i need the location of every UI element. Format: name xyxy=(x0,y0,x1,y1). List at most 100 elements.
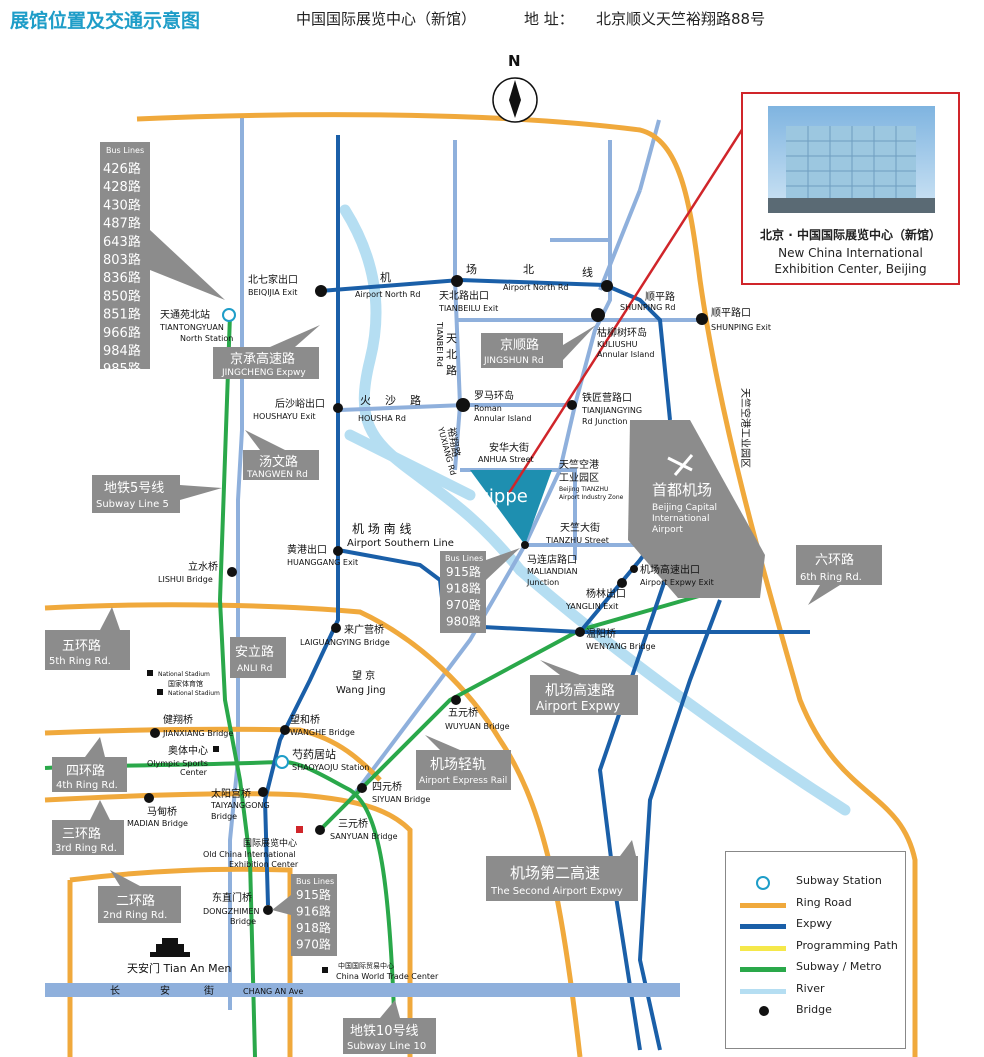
bridge-dot-icon xyxy=(759,1006,769,1016)
bridge-dot xyxy=(451,275,463,287)
photo-pointer xyxy=(507,124,747,494)
tag-jingcheng-cn: 京承高速路 xyxy=(230,351,295,367)
bus-line-item: 428路 xyxy=(103,179,141,195)
label: 天竺空港工业园区 xyxy=(739,388,752,468)
label: 铁匠营路口 xyxy=(582,391,632,404)
label: TIANZHU Street xyxy=(545,536,609,545)
bridge-dot xyxy=(263,905,273,915)
label: Annular Island xyxy=(597,350,654,359)
tag-tangwen-en: TANGWEN Rd xyxy=(246,470,308,480)
label: 马甸桥 xyxy=(147,805,177,818)
tag-ring3-en: 3rd Ring Rd. xyxy=(55,843,117,854)
bridge-dot xyxy=(315,825,325,835)
label: LISHUI Bridge xyxy=(158,575,213,584)
bridge-dot xyxy=(315,285,327,297)
address: 北京顺义天竺裕翔路88号 xyxy=(596,10,766,28)
legend-item: Subway Station xyxy=(726,873,905,893)
label: MALIANDIAN xyxy=(527,567,578,576)
bridge-dot xyxy=(144,793,154,803)
label: 顺平路口 xyxy=(711,306,751,319)
tag-ring2-cn: 二环路 xyxy=(116,893,155,909)
label: 中国国际贸易中心 xyxy=(338,961,394,970)
label: 望 京 xyxy=(352,669,375,682)
label: WUYUAN Bridge xyxy=(445,722,510,731)
label: TIANBEI Rd xyxy=(435,321,444,367)
tag-ring4-cn: 四环路 xyxy=(66,763,105,779)
legend-item: River xyxy=(726,981,905,1001)
legend-swatch xyxy=(740,945,786,951)
subway-stations xyxy=(222,308,289,769)
label: Junction xyxy=(526,578,559,587)
tag-airport-rail-cn: 机场轻轨 xyxy=(430,757,486,773)
bus-line-item: 980路 xyxy=(446,614,481,629)
tag-jingshun-en: JINGSHUN Rd xyxy=(483,356,544,366)
label: HOUSHA Rd xyxy=(358,414,406,423)
label: 黄港出口 xyxy=(287,543,327,556)
tag-jingshun-cn: 京顺路 xyxy=(500,337,539,353)
label: 五元桥 xyxy=(448,707,478,719)
label: 立水桥 xyxy=(188,560,218,573)
compass xyxy=(492,77,538,123)
bus-line-item: 918路 xyxy=(446,581,481,596)
tag-airport-expwy-cn: 机场高速路 xyxy=(545,682,615,699)
label: 枯柳树环岛 xyxy=(597,326,647,339)
label: Wang Jing xyxy=(336,685,386,696)
bridge-dots xyxy=(144,275,708,915)
venue-photo xyxy=(768,106,935,213)
bus-line-item: 851路 xyxy=(103,307,141,323)
label: 杨林出口 xyxy=(586,587,626,600)
label: 天通苑北站 xyxy=(160,308,210,321)
photo-caption-en: Exhibition Center, Beijing xyxy=(774,262,927,276)
label: 天北路出口 xyxy=(439,289,489,302)
subway-station-icon xyxy=(275,755,289,769)
bus-line-item: 970路 xyxy=(446,597,481,612)
legend-label: Programming Path xyxy=(796,938,898,952)
airport-label-en: Airport xyxy=(652,525,683,535)
label: HUANGGANG Exit xyxy=(287,558,358,567)
bus-lines-title: Bus Lines xyxy=(296,877,334,886)
bus-line-item: 426路 xyxy=(103,161,141,177)
label: 马连店路口 xyxy=(527,553,577,566)
bridge-dot xyxy=(258,787,268,797)
label: 工业园区 xyxy=(559,472,599,484)
label: 三元桥 xyxy=(338,818,368,830)
label: 机 场 南 线 xyxy=(352,521,411,536)
label: CHANG AN Ave xyxy=(243,987,304,996)
airport-label-en: International xyxy=(652,514,709,524)
tiananmen-icon xyxy=(150,938,190,957)
tag-tangwen-cn: 汤文路 xyxy=(259,454,298,470)
label: 安 xyxy=(160,984,170,997)
compass-label: N xyxy=(508,52,521,70)
label: 路 xyxy=(446,364,457,377)
label: 奥体中心 xyxy=(168,744,208,757)
label: 望和桥 xyxy=(290,713,320,726)
bridge-dot xyxy=(227,567,237,577)
label: Roman xyxy=(474,404,502,413)
bus-lines-left: 426路428路430路487路643路803路836路850路851路966路… xyxy=(103,161,141,377)
bus-line-item: 850路 xyxy=(103,288,141,304)
label: 机场高速出口 xyxy=(640,563,700,576)
legend-swatch xyxy=(740,924,786,929)
label: 四元桥 xyxy=(372,781,402,793)
label: 安华大街 xyxy=(489,441,529,454)
tag-anli-cn: 安立路 xyxy=(235,644,274,660)
subway-station-icon xyxy=(756,876,770,890)
label: Airport Expwy Exit xyxy=(640,578,714,587)
label: Bridge xyxy=(230,917,256,926)
tag-ring6-en: 6th Ring Rd. xyxy=(800,572,862,583)
road-tags xyxy=(45,142,882,1054)
label: Olympic Sports xyxy=(147,759,208,768)
label: 顺平路 xyxy=(645,290,675,303)
tag-airport-rail-en: Airport Express Rail xyxy=(419,776,507,786)
legend-label: Expwy xyxy=(796,917,832,930)
airport-area xyxy=(628,420,765,598)
subway-station-icon xyxy=(222,308,236,322)
airport-label-cn: 首都机场 xyxy=(652,481,712,499)
bridge-dot xyxy=(451,695,461,705)
bus-lines-title: Bus Lines xyxy=(445,554,483,563)
bus-line-item: 918路 xyxy=(296,920,331,935)
label: DONGZHIMEN xyxy=(203,907,259,916)
label: ANHUA Street xyxy=(478,455,534,464)
